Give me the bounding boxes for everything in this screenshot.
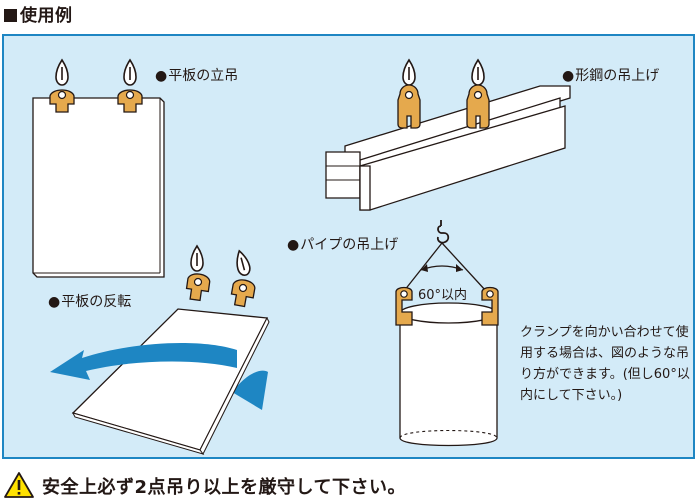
label-text: 形鋼の吊上げ: [575, 68, 660, 84]
warning: 安全上必ず2点吊り以上を厳守して下さい。: [6, 473, 406, 499]
angle-label: 60°以内: [418, 288, 468, 303]
label-text: 平板の反転: [61, 294, 132, 310]
section-title: 使用例: [4, 1, 73, 26]
label-pipe: ●パイプの吊上げ: [287, 234, 398, 254]
turn-arrow-icon: [50, 343, 237, 380]
label-text: 平板の立吊: [168, 68, 239, 84]
bullet-icon: ●: [155, 68, 168, 84]
label-plate-vertical: ●平板の立吊: [155, 65, 238, 85]
square-bullet-icon: [4, 9, 17, 22]
usage-note: クランプを向かい合わせて使用する場合は、図のような吊り方ができます。(但し60°…: [520, 325, 690, 403]
warning-text: 安全上必ず2点吊り以上を厳守して下さい。: [42, 477, 406, 498]
label-shape-steel: ●形鋼の吊上げ: [562, 65, 659, 85]
pipe-figure: [395, 220, 499, 447]
label-plate-flip: ●平板の反転: [48, 291, 131, 311]
shape-steel-figure: [325, 59, 571, 211]
bullet-icon: ●: [287, 237, 300, 253]
vertical-plate-figure: [32, 59, 165, 278]
flip-plate-figure: [50, 245, 270, 455]
bullet-icon: ●: [48, 294, 61, 310]
turn-arrow-tail: [232, 370, 268, 410]
warning-icon: [4, 472, 34, 498]
label-text: パイプの吊上げ: [300, 237, 399, 253]
title-text: 使用例: [20, 6, 73, 26]
bullet-icon: ●: [562, 68, 575, 84]
